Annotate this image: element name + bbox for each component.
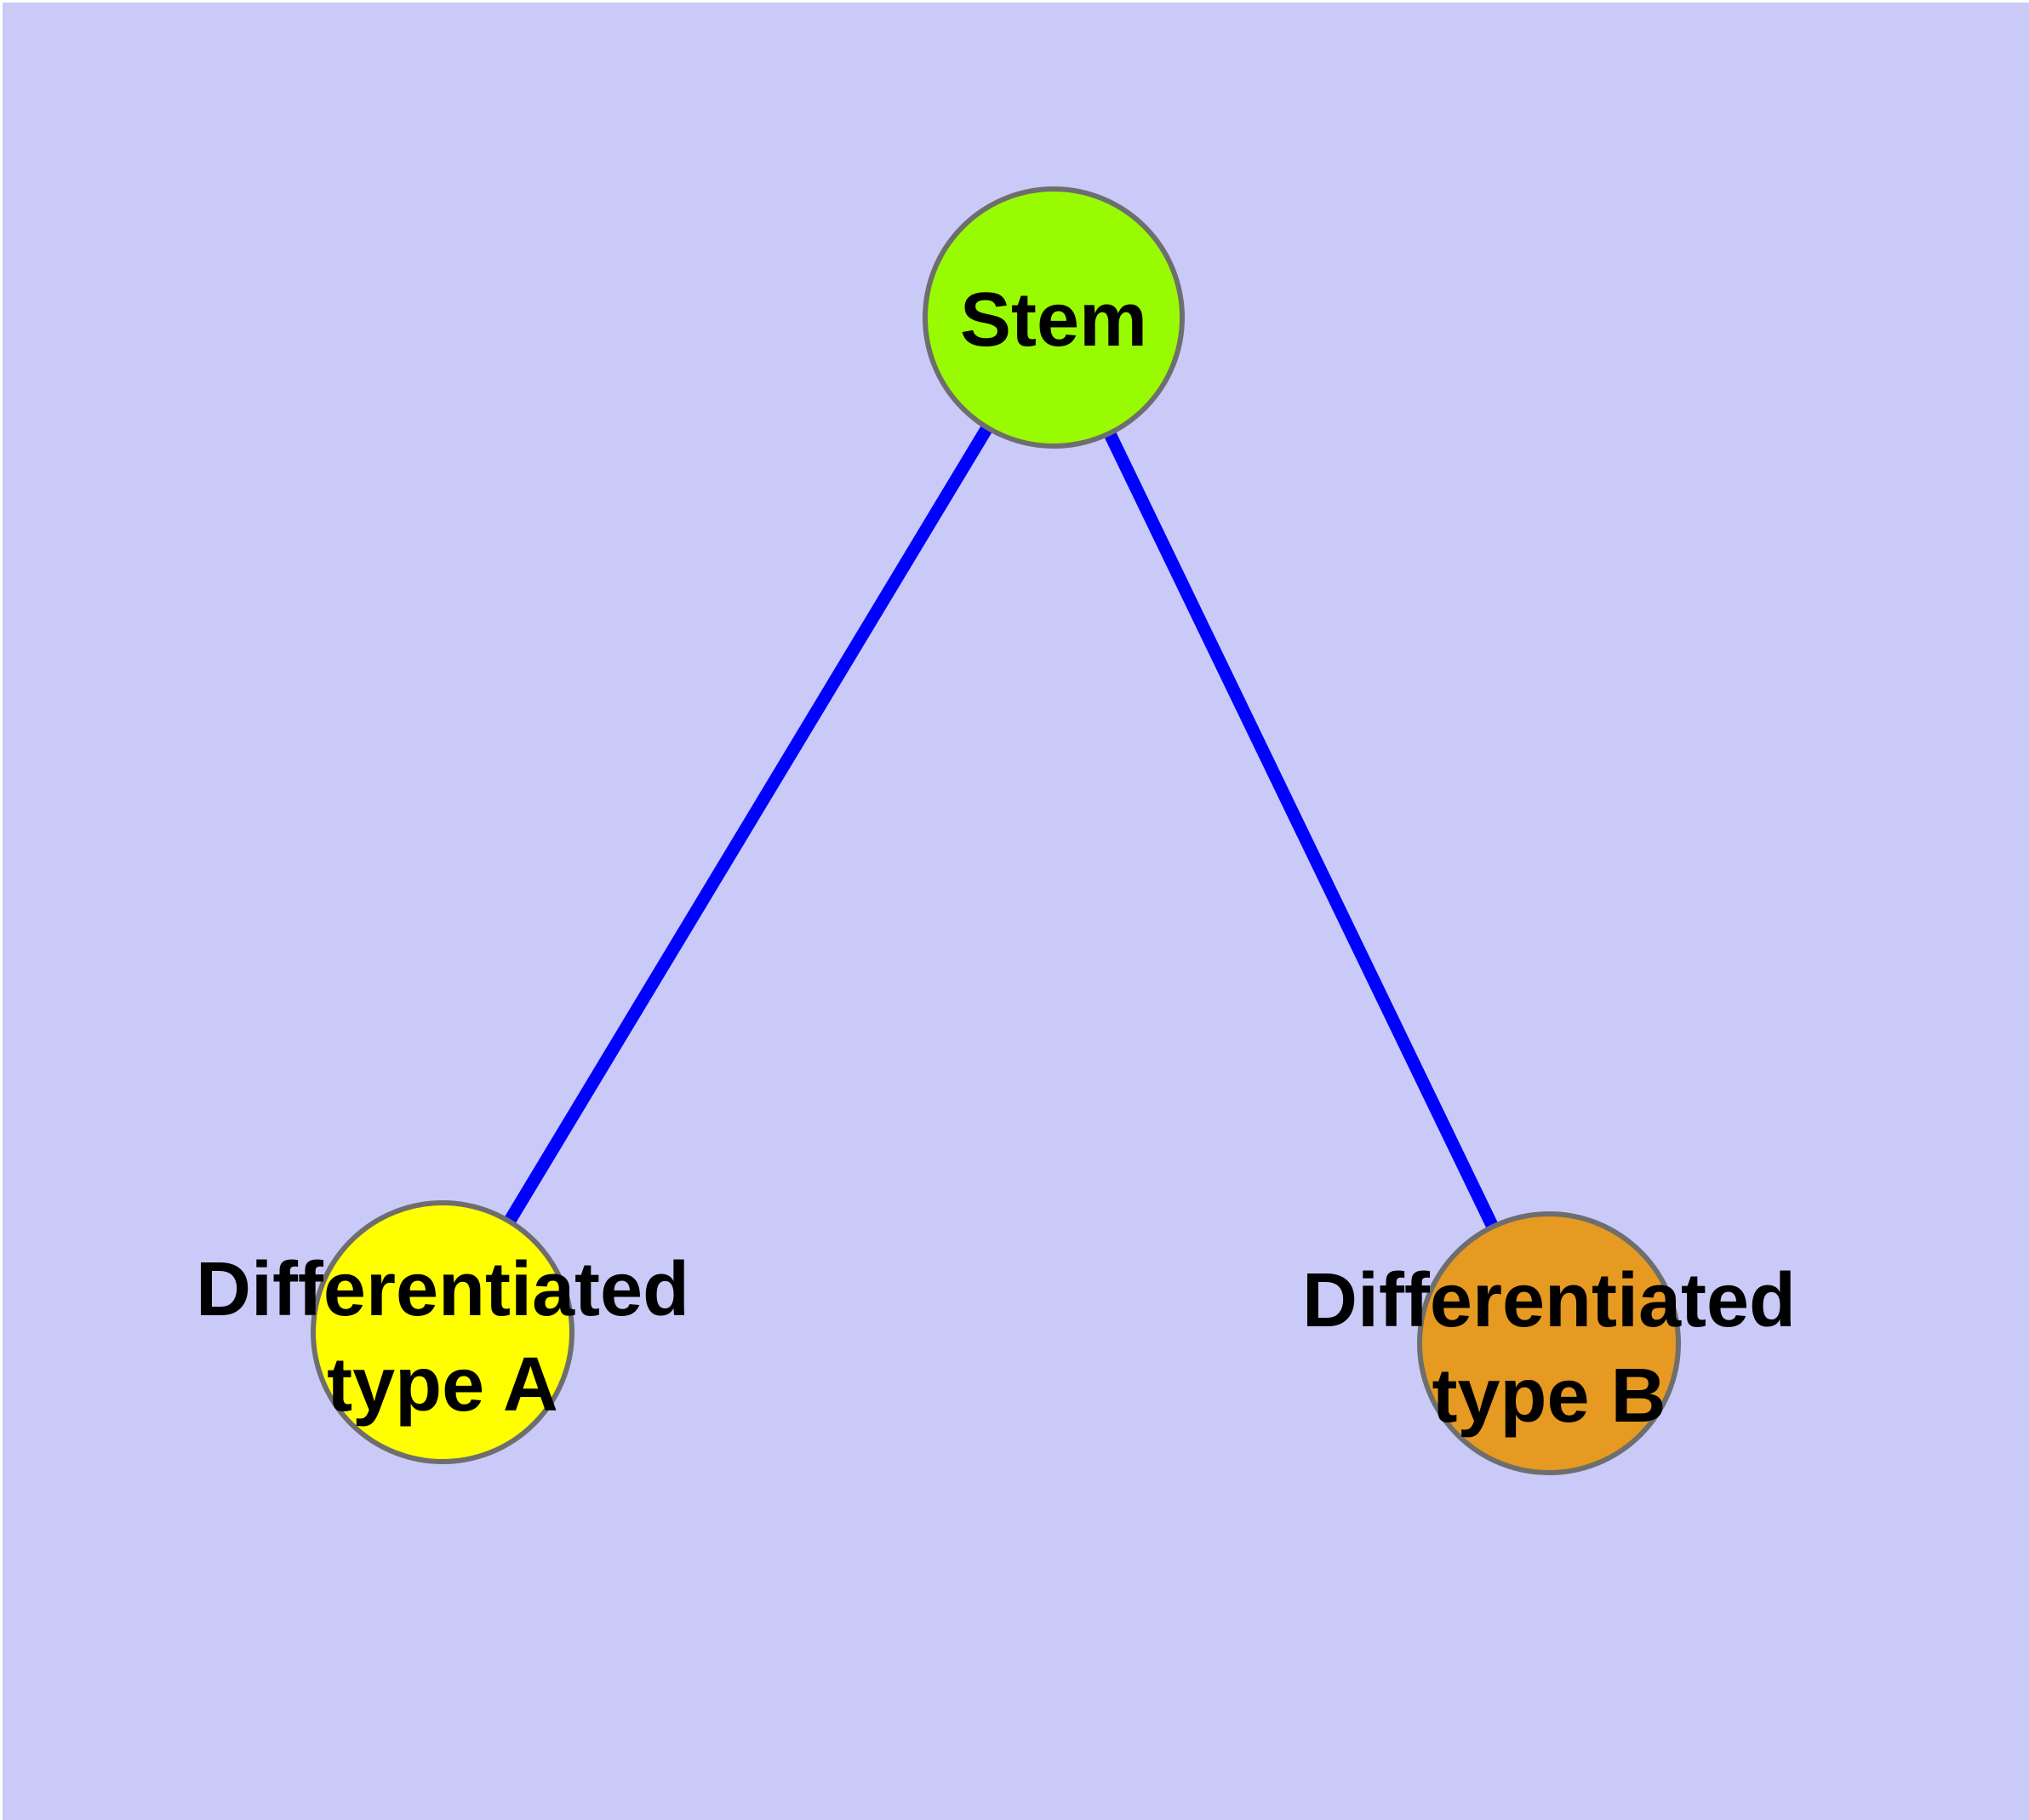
node-type-b-label-line2: type B [1432,1354,1666,1439]
node-stem [923,186,1185,449]
node-type-a-label-line1: Differentiated [196,1247,689,1332]
node-type-b-label-line1: Differentiated [1302,1258,1796,1343]
node-differentiated-type-b [1417,1211,1681,1475]
edge-stem-to-type-b [1048,314,1555,1347]
node-stem-label: Stem [960,278,1147,363]
node-differentiated-type-a [311,1200,574,1464]
edge-stem-to-type-a [437,314,1060,1336]
node-type-a-label-line2: type A [327,1342,558,1428]
